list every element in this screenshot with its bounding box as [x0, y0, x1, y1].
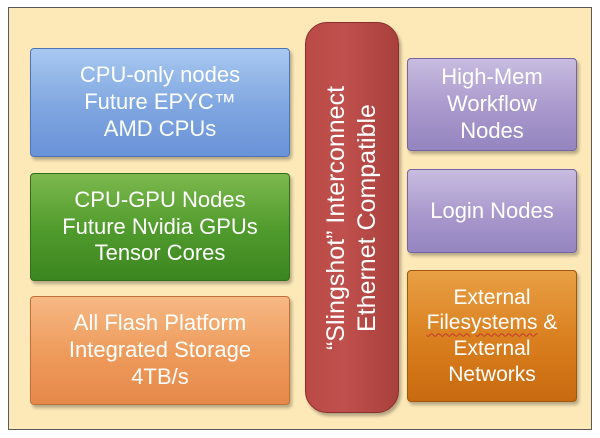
- external-filesystems-networks-box: External Filesystems & External Networks: [407, 270, 577, 402]
- cpu-gpu-nodes-box: CPU-GPU Nodes Future Nvidia GPUs Tensor …: [30, 173, 290, 281]
- high-mem-workflow-nodes-box: High-Mem Workflow Nodes: [407, 58, 577, 151]
- slingshot-interconnect-bar: “Slingshot” Interconnect Ethernet Compat…: [305, 22, 399, 413]
- filesystems-word: Filesystems: [426, 311, 538, 335]
- external-networks-lines: External Networks: [448, 337, 536, 386]
- login-nodes-label: Login Nodes: [430, 197, 554, 223]
- external-filesystems-networks-label: External Filesystems & External Networks: [427, 285, 558, 387]
- cpu-only-nodes-box: CPU-only nodes Future EPYC™ AMD CPUs: [30, 48, 290, 157]
- cpu-gpu-nodes-label: CPU-GPU Nodes Future Nvidia GPUs Tensor …: [62, 186, 258, 266]
- cpu-only-nodes-label: CPU-only nodes Future EPYC™ AMD CPUs: [79, 62, 241, 141]
- login-nodes-box: Login Nodes: [407, 169, 577, 253]
- ampersand: &: [537, 311, 558, 335]
- all-flash-platform-label: All Flash Platform Integrated Storage 4T…: [68, 310, 252, 389]
- high-mem-workflow-nodes-label: High-Mem Workflow Nodes: [441, 64, 543, 143]
- all-flash-platform-box: All Flash Platform Integrated Storage 4T…: [30, 296, 290, 405]
- slingshot-interconnect-label: “Slingshot” Interconnect Ethernet Compat…: [321, 85, 381, 350]
- external-line-1: External: [453, 285, 531, 309]
